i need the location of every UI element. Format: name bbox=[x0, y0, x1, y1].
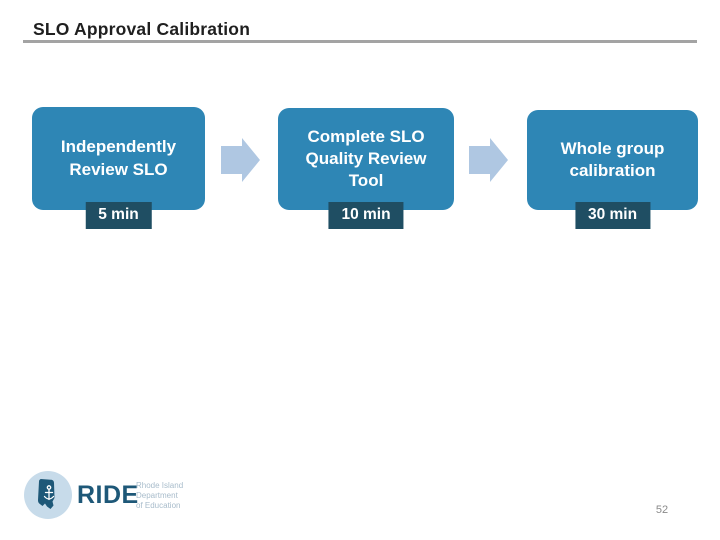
right-block-arrow-icon bbox=[469, 138, 508, 182]
duration-badge: 30 min bbox=[574, 202, 651, 229]
ride-logo: RIDE Rhode Island Department of Educatio… bbox=[0, 465, 260, 525]
page-title: SLO Approval Calibration bbox=[33, 19, 251, 39]
flow-step-quality-review-tool: Complete SLO Quality Review Tool 10 min bbox=[278, 108, 454, 229]
flow-step-label: Independently Review SLO bbox=[60, 137, 177, 179]
flow-step-independently-review: Independently Review SLO 5 min bbox=[32, 107, 205, 229]
process-flow-diagram: Independently Review SLO 5 min Complete … bbox=[0, 0, 720, 260]
page-number: 52 bbox=[655, 504, 669, 516]
duration-badge: 5 min bbox=[85, 202, 152, 229]
flow-step-label: Complete SLO Quality Review Tool bbox=[305, 126, 427, 191]
rhode-island-state-icon bbox=[24, 471, 72, 519]
logo-acronym: RIDE bbox=[77, 481, 139, 509]
duration-badge: 10 min bbox=[328, 202, 404, 229]
flow-step-whole-group-calibration: Whole group calibration 30 min bbox=[527, 110, 698, 229]
flow-step-label: Whole group calibration bbox=[560, 138, 665, 180]
right-block-arrow-icon bbox=[221, 138, 260, 182]
logo-org-name: Rhode Island Department of Education bbox=[136, 481, 184, 510]
title-underline bbox=[23, 40, 697, 43]
